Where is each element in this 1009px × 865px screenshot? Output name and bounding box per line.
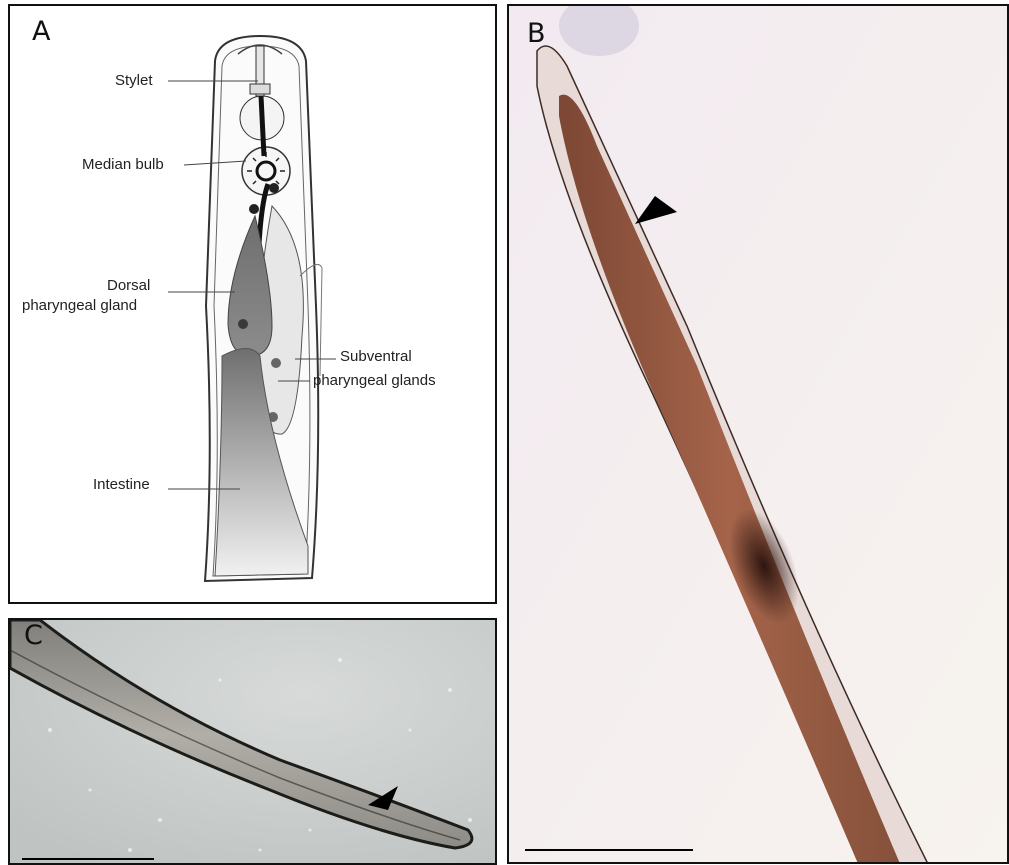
panel-b-micrograph: B	[507, 4, 1009, 864]
label-median-bulb: Median bulb	[82, 156, 164, 174]
label-dorsal-line2: pharyngeal gland	[22, 297, 137, 315]
scale-bar-c	[22, 858, 154, 860]
micrograph-c	[10, 620, 497, 865]
label-intestine: Intestine	[93, 476, 150, 494]
panel-c-micrograph: C	[8, 618, 497, 865]
scale-bar-b	[525, 849, 693, 851]
panel-letter-a: A	[32, 16, 50, 47]
label-subventral-line1: Subventral	[340, 348, 412, 366]
label-subventral-line2: pharyngeal glands	[313, 372, 436, 390]
panel-a-diagram: A	[8, 4, 497, 604]
micrograph-b	[509, 6, 1009, 864]
panel-letter-c: C	[24, 620, 43, 651]
panel-letter-b: B	[527, 18, 546, 49]
label-dorsal-line1: Dorsal	[107, 277, 150, 295]
label-stylet: Stylet	[115, 72, 153, 90]
